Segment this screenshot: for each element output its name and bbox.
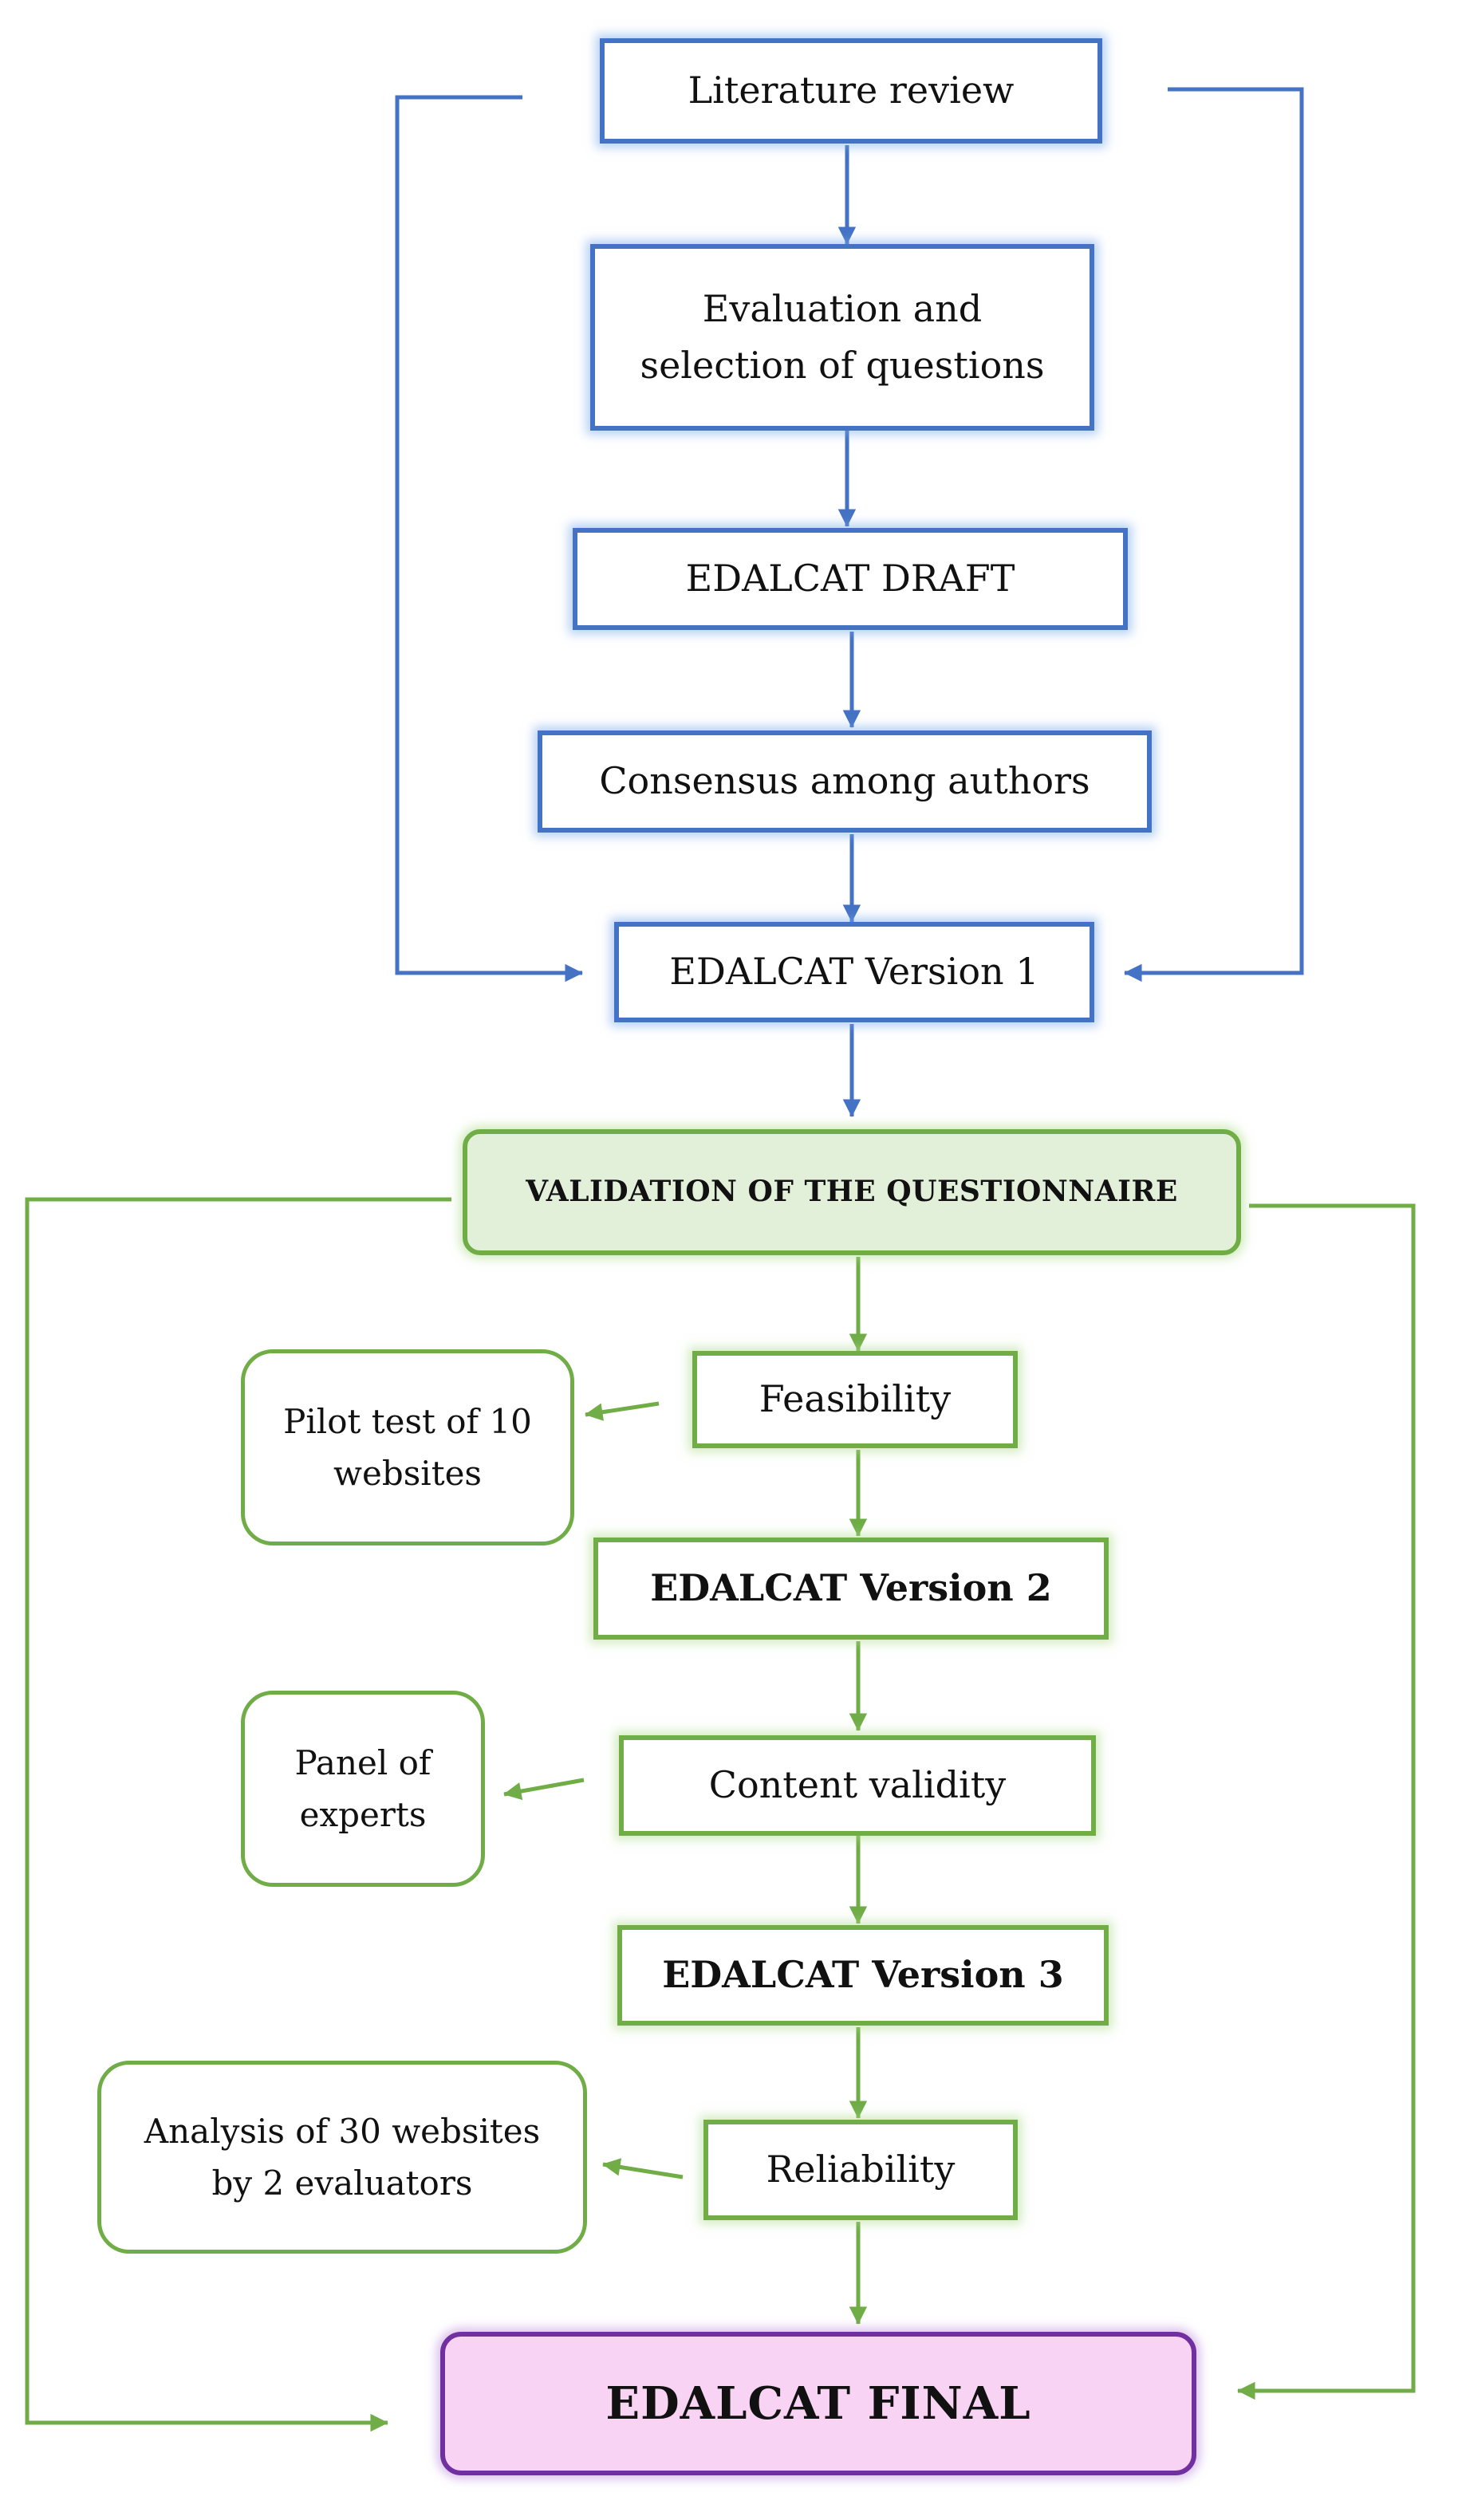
node-version3-label: EDALCAT Version 3	[662, 1953, 1064, 1997]
node-literature-review: Literature review	[600, 38, 1102, 144]
node-feasibility-label: Feasibility	[759, 1377, 952, 1421]
arrow-feasibility-to-pilot	[585, 1401, 660, 1421]
arrow-content-to-panel	[503, 1778, 585, 1801]
node-validation: VALIDATION OF THE QUESTIONNAIRE	[463, 1129, 1241, 1255]
node-reliability: Reliability	[703, 2120, 1018, 2220]
node-panel-line2: experts	[299, 1795, 427, 1834]
node-pilot-test: Pilot test of 10 websites	[241, 1349, 574, 1545]
arrow-reliability-to-analysis	[602, 2158, 684, 2179]
node-reliability-label: Reliability	[766, 2148, 956, 2191]
node-literature-review-label: Literature review	[688, 69, 1015, 112]
node-consensus-label: Consensus among authors	[599, 759, 1090, 803]
node-edalcat-version2: EDALCAT Version 2	[593, 1538, 1109, 1640]
node-content-validity: Content validity	[619, 1735, 1096, 1836]
node-content-label: Content validity	[708, 1763, 1007, 1807]
node-draft-label: EDALCAT DRAFT	[685, 557, 1015, 600]
node-edalcat-final: EDALCAT FINAL	[440, 2332, 1196, 2475]
node-analysis-line1: Analysis of 30 websites	[144, 2111, 541, 2151]
loop-left-blue	[395, 95, 583, 982]
node-edalcat-draft: EDALCAT DRAFT	[573, 528, 1128, 630]
node-panel-experts: Panel of experts	[241, 1691, 485, 1887]
node-version1-label: EDALCAT Version 1	[669, 950, 1039, 994]
node-edalcat-version1: EDALCAT Version 1	[614, 922, 1094, 1022]
node-panel-line1: Panel of	[294, 1742, 431, 1782]
loop-right-green	[1237, 1203, 1416, 2400]
node-consensus: Consensus among authors	[538, 730, 1152, 833]
loop-left-green	[25, 1197, 451, 2432]
node-evaluation-selection: Evaluation and selection of questions	[590, 244, 1094, 431]
loop-right-blue	[1124, 87, 1304, 982]
node-validation-label: VALIDATION OF THE QUESTIONNAIRE	[526, 1175, 1178, 1209]
node-analysis: Analysis of 30 websites by 2 evaluators	[97, 2061, 587, 2254]
node-final-label: EDALCAT FINAL	[605, 2376, 1031, 2430]
node-version2-label: EDALCAT Version 2	[650, 1566, 1052, 1610]
node-feasibility: Feasibility	[692, 1351, 1018, 1448]
node-evaluation-line1: Evaluation and	[702, 286, 983, 330]
node-analysis-line2: by 2 evaluators	[211, 2164, 473, 2203]
node-pilot-line2: websites	[333, 1454, 482, 1493]
node-evaluation-line2: selection of questions	[640, 344, 1045, 387]
node-edalcat-version3: EDALCAT Version 3	[617, 1925, 1109, 2026]
node-pilot-line1: Pilot test of 10	[283, 1401, 532, 1441]
